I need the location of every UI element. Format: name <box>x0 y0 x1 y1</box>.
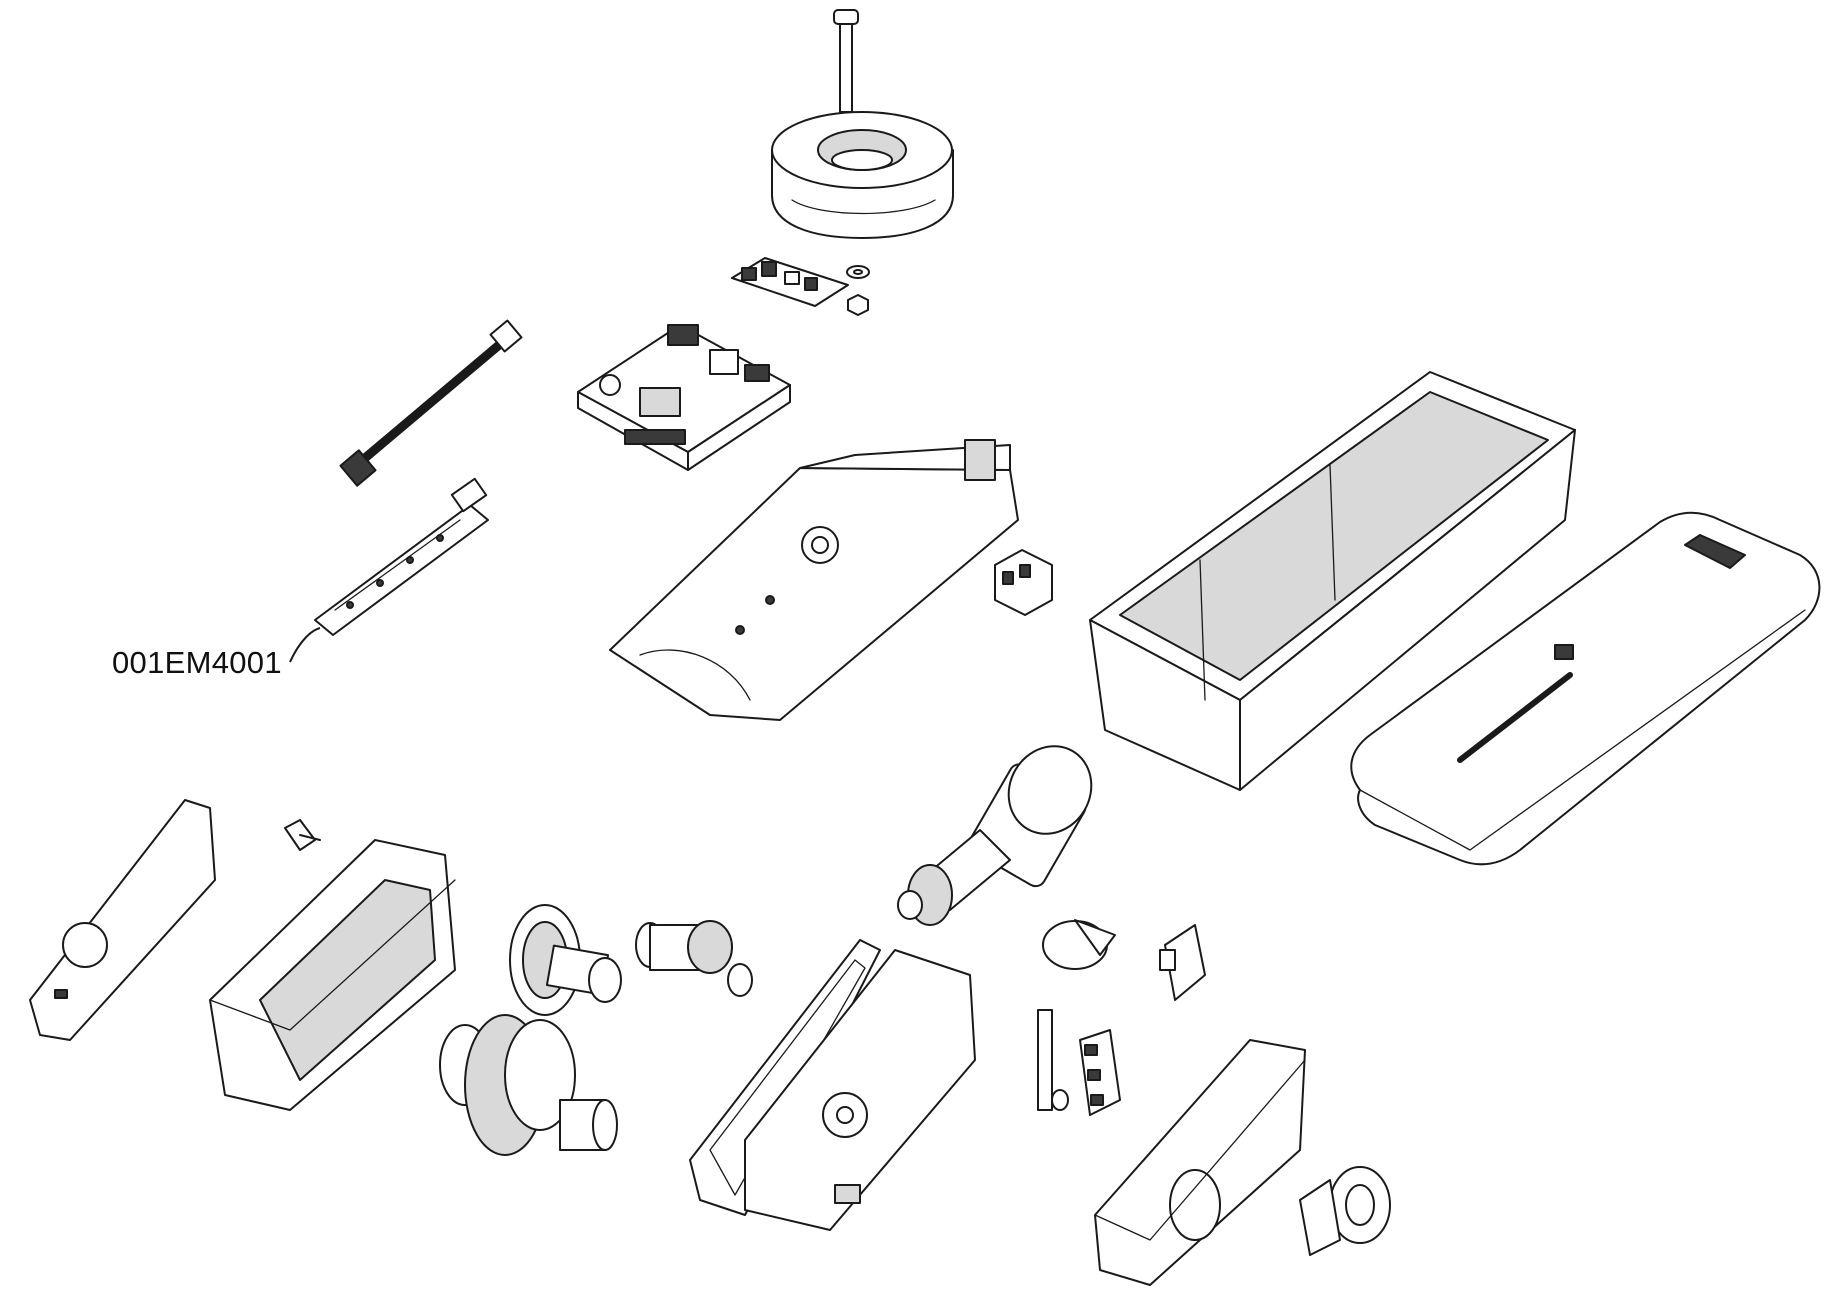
gearbox-plate <box>744 949 976 1231</box>
gear-large <box>509 904 622 1016</box>
base-housing <box>1089 371 1576 791</box>
terminal-block <box>994 549 1053 616</box>
screw <box>284 819 321 851</box>
pinion-gear <box>635 920 753 997</box>
top-cover <box>1350 511 1821 866</box>
cable-harness <box>339 319 523 487</box>
cam-lever <box>1042 919 1116 970</box>
gear-assembly <box>439 1014 618 1156</box>
motor <box>897 745 1093 926</box>
gearbox-housing <box>209 839 456 1111</box>
callout-label-led-board: 001EM4001 <box>112 645 282 680</box>
toroidal-transformer <box>771 111 954 239</box>
small-pcb <box>731 257 849 307</box>
control-board <box>577 324 791 471</box>
sensor-module <box>1159 924 1206 1001</box>
shaft <box>1037 1009 1069 1111</box>
terminal-clips <box>1079 1029 1121 1116</box>
washer <box>846 265 870 279</box>
led-board <box>314 477 489 636</box>
right-end-housing <box>1094 1039 1306 1286</box>
nut <box>847 294 869 316</box>
bearing-bracket <box>1299 1166 1391 1256</box>
left-end-cap <box>29 799 216 1041</box>
chassis-plate <box>609 439 1019 721</box>
bolt <box>833 9 859 113</box>
callout-leader-line <box>289 627 321 663</box>
